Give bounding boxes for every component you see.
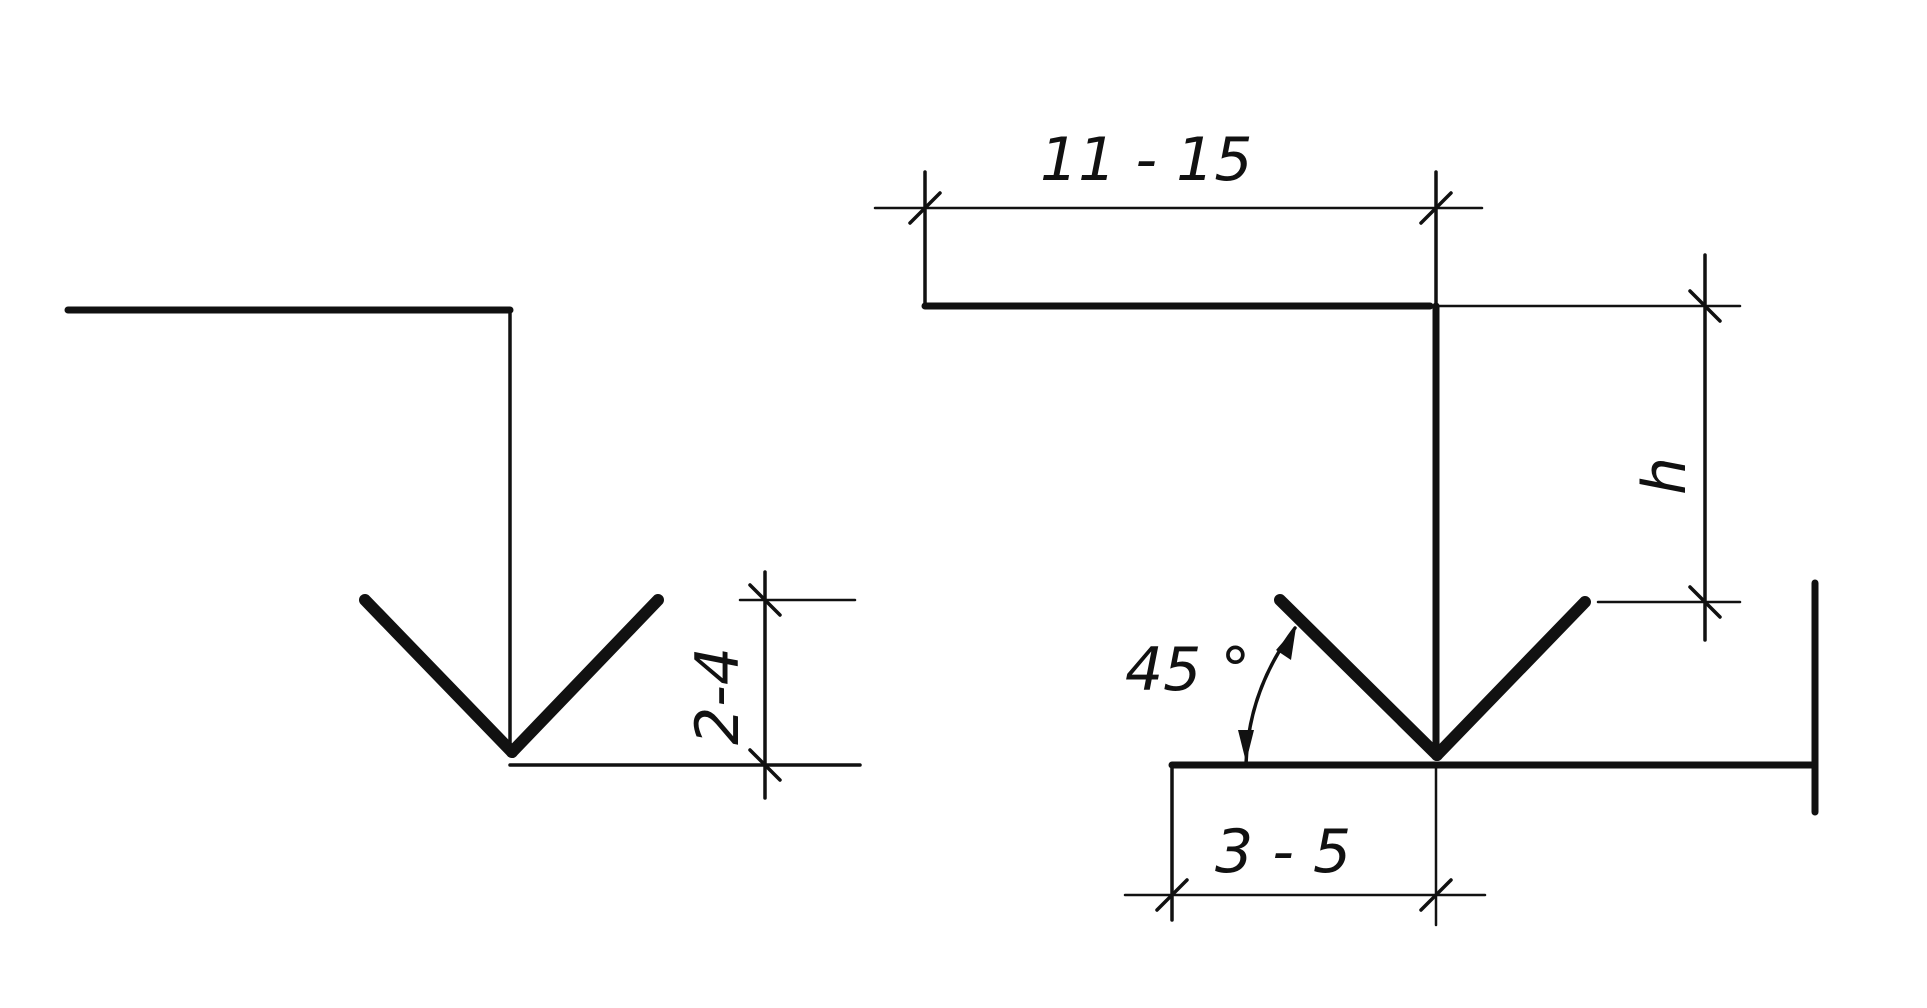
dim-tick-bottom-h bbox=[1688, 585, 1722, 619]
right-dimension-3-5: 3 - 5 bbox=[1123, 763, 1487, 927]
left-figure: 2-4 bbox=[64, 306, 862, 800]
left-arrow-left-stroke bbox=[359, 594, 518, 758]
dim-label-h: h bbox=[1630, 457, 1700, 495]
right-dimension-11-15: 11 - 15 bbox=[873, 125, 1484, 308]
angle-arrowhead-top bbox=[1276, 627, 1296, 660]
dim-tick-left bbox=[908, 191, 942, 225]
dim-tick-top bbox=[748, 583, 782, 617]
right-angle-45: 45 ° bbox=[1125, 626, 1297, 767]
dim-label-11-15: 11 - 15 bbox=[1040, 125, 1253, 195]
dim-tick-left-3-5 bbox=[1155, 878, 1189, 912]
angle-arrowhead-bottom bbox=[1238, 730, 1254, 762]
dim-tick-bottom bbox=[748, 748, 782, 782]
right-dimension-h: h bbox=[1434, 253, 1742, 642]
dim-tick-right bbox=[1419, 191, 1453, 225]
left-arrow-right-stroke bbox=[506, 594, 664, 758]
angle-label-45: 45 ° bbox=[1125, 635, 1250, 705]
dim-label-2-4: 2-4 bbox=[683, 647, 753, 745]
right-arrow-left-stroke bbox=[1274, 594, 1443, 761]
dim-label-3-5: 3 - 5 bbox=[1215, 817, 1351, 887]
dim-tick-top-h bbox=[1688, 289, 1722, 323]
right-figure: 11 - 15 h 3 - 5 45 ° bbox=[873, 125, 1819, 927]
left-dimension-2-4: 2-4 bbox=[683, 570, 857, 800]
right-arrow-right-stroke bbox=[1431, 596, 1591, 761]
dim-tick-right-3-5 bbox=[1419, 878, 1453, 912]
